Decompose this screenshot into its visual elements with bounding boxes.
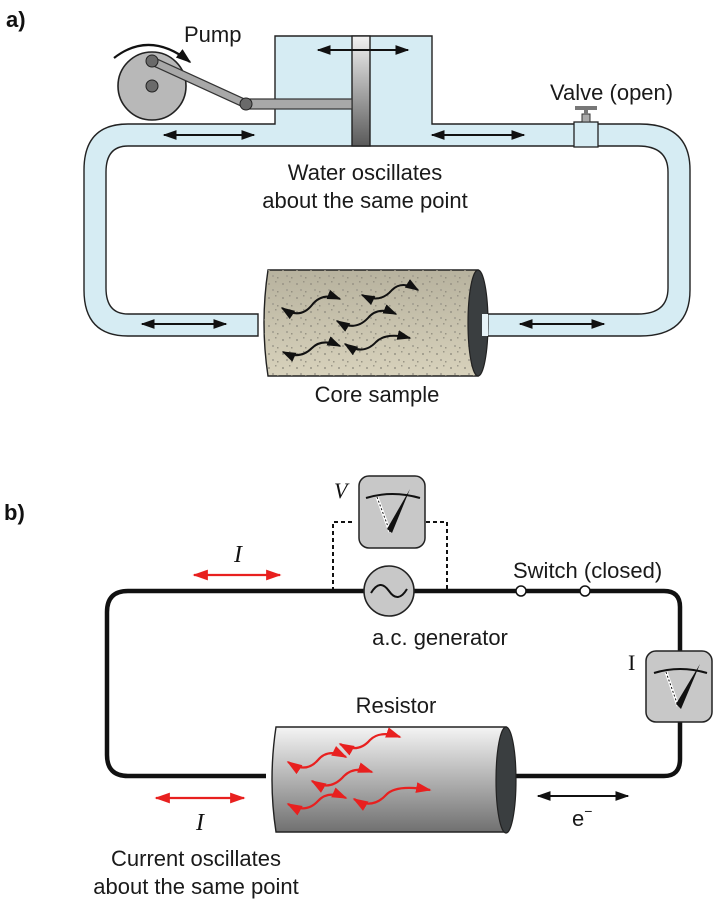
pipe <box>83 35 691 337</box>
resistor-label: Resistor <box>356 693 437 718</box>
panel-b-label: b) <box>4 500 25 525</box>
water-caption-line2: about the same point <box>262 188 467 213</box>
generator-label: a.c. generator <box>372 625 508 650</box>
panel-a: a) Pump Valve (open) <box>6 7 691 407</box>
panel-a-label: a) <box>6 7 26 32</box>
voltmeter-leads <box>332 521 448 591</box>
electron-arrows <box>286 727 432 816</box>
switch-icon[interactable] <box>515 585 591 597</box>
voltmeter-icon <box>358 475 426 549</box>
electron-label: e− <box>572 803 592 831</box>
ammeter-label: I <box>628 650 635 675</box>
water-caption-line1: Water oscillates <box>288 160 442 185</box>
rotation-arrow-icon <box>113 43 192 63</box>
pump-wheel <box>117 51 253 121</box>
core-sample <box>263 269 489 377</box>
switch-label: Switch (closed) <box>513 558 662 583</box>
ac-generator-icon <box>363 565 415 617</box>
water-pipe-loop <box>83 35 691 337</box>
piston-rod <box>245 98 353 110</box>
resistor <box>271 726 517 834</box>
valve-label: Valve (open) <box>550 80 673 105</box>
current-caption-line1: Current oscillates <box>111 846 281 871</box>
valve-icon <box>573 106 599 148</box>
current-label-bottom: I <box>195 810 205 836</box>
ammeter-icon <box>645 650 713 723</box>
core-sample-label: Core sample <box>315 382 440 407</box>
pump-label: Pump <box>184 22 241 47</box>
piston <box>351 35 371 147</box>
particle-arrows <box>280 279 420 362</box>
panel-b: b) V a.c. generator Switch (closed) <box>4 475 713 899</box>
current-caption-line2: about the same point <box>93 874 298 899</box>
current-label-top: I <box>233 542 243 568</box>
voltmeter-label: V <box>334 478 350 503</box>
